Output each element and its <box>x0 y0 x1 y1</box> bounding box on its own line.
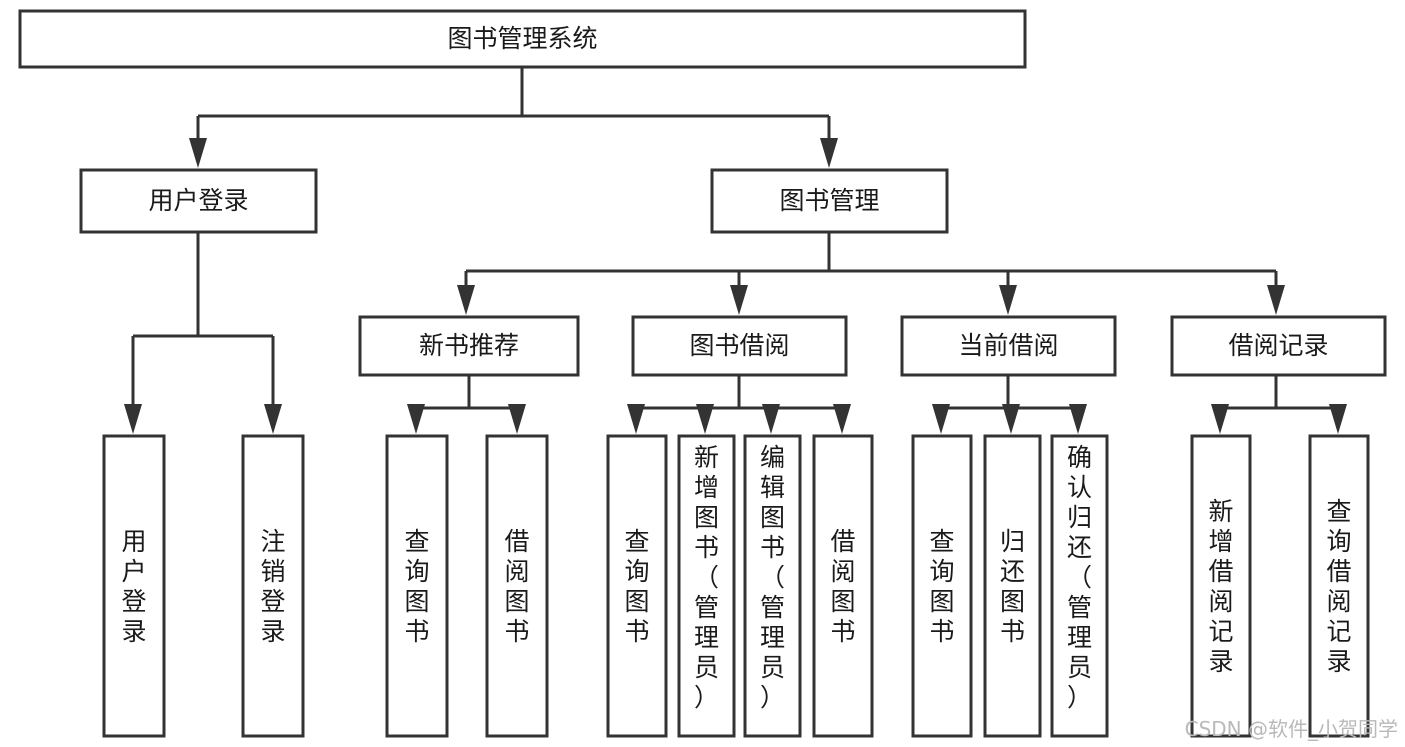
node-box[interactable] <box>241 434 305 738</box>
node-box[interactable] <box>631 315 848 377</box>
arrow-head-icon <box>1211 404 1229 434</box>
arrow-head-icon <box>999 285 1017 315</box>
node-borrow-record[interactable]: 借阅记录 <box>1170 315 1387 377</box>
node-label: 归还图书 <box>1000 527 1025 646</box>
connector-layer <box>124 67 1347 434</box>
arrow-head-icon <box>820 138 838 168</box>
node-box[interactable] <box>983 434 1042 738</box>
arrow-head-icon <box>762 404 780 434</box>
node-label: 图书管理系统 <box>447 24 597 53</box>
node-book-manage[interactable]: 图书管理 <box>710 168 949 234</box>
node-label: 用户登录 <box>121 527 146 646</box>
node-label: 编辑图书（管理员） <box>760 443 785 712</box>
node-leaf-user-logout[interactable]: 注销登录 <box>241 434 305 738</box>
csdn-watermark: CSDN @软件_小贺同学 <box>1185 717 1398 741</box>
node-label: 确认归还（管理员） <box>1067 443 1092 712</box>
node-label: 新书推荐 <box>419 331 519 360</box>
node-label: 查询借阅记录 <box>1326 497 1351 676</box>
connector-group-bus-root <box>189 67 838 168</box>
node-box[interactable] <box>1190 434 1252 738</box>
node-box[interactable] <box>812 434 874 738</box>
node-box[interactable] <box>710 168 949 234</box>
node-label: 借阅图书 <box>504 527 529 646</box>
arrow-head-icon <box>1329 404 1347 434</box>
node-box[interactable] <box>485 434 549 738</box>
node-label: 图书借阅 <box>689 331 789 360</box>
arrow-head-icon <box>124 404 142 434</box>
connector-group-bus-current-borrow <box>932 375 1087 434</box>
connector-group-bus-borrow-record <box>1211 375 1347 434</box>
node-box[interactable] <box>911 434 973 738</box>
arrow-head-icon <box>730 285 748 315</box>
node-leaf-add-borrow-record[interactable]: 新增借阅记录 <box>1190 434 1252 738</box>
node-leaf-borrow-book-brw[interactable]: 借阅图书 <box>812 434 874 738</box>
node-label: 当前借阅 <box>958 331 1058 360</box>
node-box[interactable] <box>1050 434 1109 738</box>
node-leaf-add-book-admin[interactable]: 新增图书（管理员） <box>677 434 736 738</box>
node-label: 注销登录 <box>260 527 285 646</box>
node-leaf-query-borrow-record[interactable]: 查询借阅记录 <box>1308 434 1370 738</box>
node-box[interactable] <box>79 168 318 234</box>
node-leaf-confirm-return-admin[interactable]: 确认归还（管理员） <box>1050 434 1109 738</box>
arrow-head-icon <box>508 404 526 434</box>
node-label: 新增图书（管理员） <box>694 443 719 712</box>
node-label: 借阅图书 <box>830 527 855 646</box>
arrow-head-icon <box>627 404 645 434</box>
node-box[interactable] <box>900 315 1117 377</box>
node-label: 用户登录 <box>148 186 248 215</box>
node-current-borrow[interactable]: 当前借阅 <box>900 315 1117 377</box>
node-leaf-edit-book-admin[interactable]: 编辑图书（管理员） <box>743 434 802 738</box>
node-label: 查询图书 <box>404 527 429 646</box>
arrow-head-icon <box>696 404 714 434</box>
arrow-head-icon <box>1069 404 1087 434</box>
connector-group-bus-user-login <box>124 232 282 434</box>
connector-group-bus-book-borrow <box>627 375 851 434</box>
node-leaf-query-book-rec[interactable]: 查询图书 <box>385 434 449 738</box>
node-box[interactable] <box>606 434 668 738</box>
arrow-head-icon <box>1002 404 1020 434</box>
node-user-login[interactable]: 用户登录 <box>79 168 318 234</box>
node-root[interactable]: 图书管理系统 <box>18 9 1027 69</box>
node-box[interactable] <box>102 434 166 738</box>
node-box[interactable] <box>743 434 802 738</box>
node-layer: 图书管理系统用户登录图书管理新书推荐图书借阅当前借阅借阅记录用户登录注销登录查询… <box>18 9 1387 738</box>
node-leaf-query-book-brw[interactable]: 查询图书 <box>606 434 668 738</box>
node-leaf-borrow-book-rec[interactable]: 借阅图书 <box>485 434 549 738</box>
node-box[interactable] <box>385 434 449 738</box>
arrow-head-icon <box>264 404 282 434</box>
node-box[interactable] <box>677 434 736 738</box>
node-label: 新增借阅记录 <box>1208 497 1233 676</box>
connector-group-bus-book-manage <box>457 232 1285 315</box>
node-label: 图书管理 <box>779 186 879 215</box>
arrow-head-icon <box>932 404 950 434</box>
node-box[interactable] <box>18 9 1027 69</box>
arrow-head-icon <box>833 404 851 434</box>
node-new-book-recommend[interactable]: 新书推荐 <box>358 315 580 377</box>
node-leaf-return-book[interactable]: 归还图书 <box>983 434 1042 738</box>
arrow-head-icon <box>407 404 425 434</box>
node-box[interactable] <box>1170 315 1387 377</box>
node-leaf-query-book-cur[interactable]: 查询图书 <box>911 434 973 738</box>
node-box[interactable] <box>358 315 580 377</box>
arrow-head-icon <box>457 285 475 315</box>
node-label: 查询图书 <box>624 527 649 646</box>
node-label: 查询图书 <box>929 527 954 646</box>
arrow-head-icon <box>189 138 207 168</box>
node-label: 借阅记录 <box>1228 331 1328 360</box>
node-box[interactable] <box>1308 434 1370 738</box>
node-book-borrow[interactable]: 图书借阅 <box>631 315 848 377</box>
arrow-head-icon <box>1267 285 1285 315</box>
connector-group-bus-new-book <box>407 375 526 434</box>
node-leaf-user-login[interactable]: 用户登录 <box>102 434 166 738</box>
